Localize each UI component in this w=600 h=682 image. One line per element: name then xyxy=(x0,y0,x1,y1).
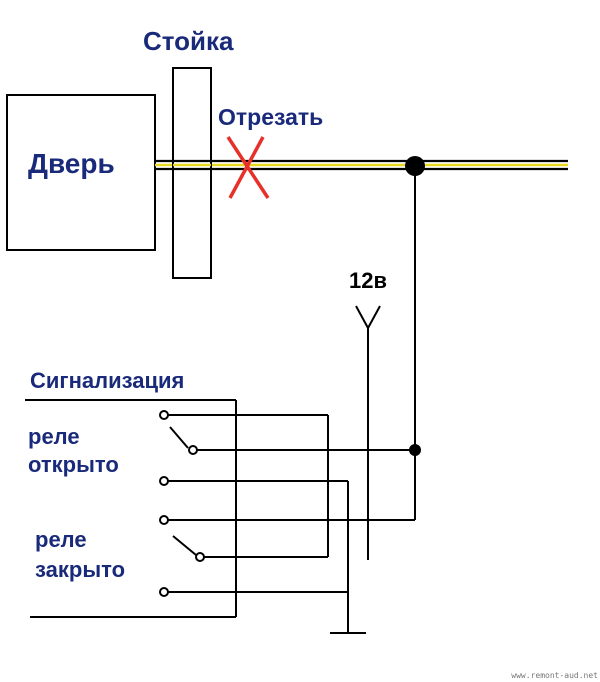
door-label: Дверь xyxy=(28,148,115,179)
watermark-text: www.remont-aud.net xyxy=(511,671,598,680)
relay-closed-label-2: закрыто xyxy=(35,557,125,582)
relay-closed-switch xyxy=(159,515,415,597)
pillar-box xyxy=(172,67,212,279)
junction-node-bottom xyxy=(409,444,421,456)
cut-cross-icon xyxy=(226,136,270,199)
relay-open-label-1: реле xyxy=(28,424,80,449)
relay-closed-label-1: реле xyxy=(35,527,87,552)
cut-label: Отрезать xyxy=(218,104,323,130)
door-wire xyxy=(155,159,568,171)
relay-open-label-2: открыто xyxy=(28,452,119,477)
alarm-label: Сигнализация xyxy=(30,368,184,393)
power-antenna-icon xyxy=(355,305,381,560)
door-box xyxy=(6,94,156,251)
pillar-label: Стойка xyxy=(143,26,234,56)
voltage-label: 12в xyxy=(349,268,387,293)
relay-open-switch xyxy=(159,410,415,486)
